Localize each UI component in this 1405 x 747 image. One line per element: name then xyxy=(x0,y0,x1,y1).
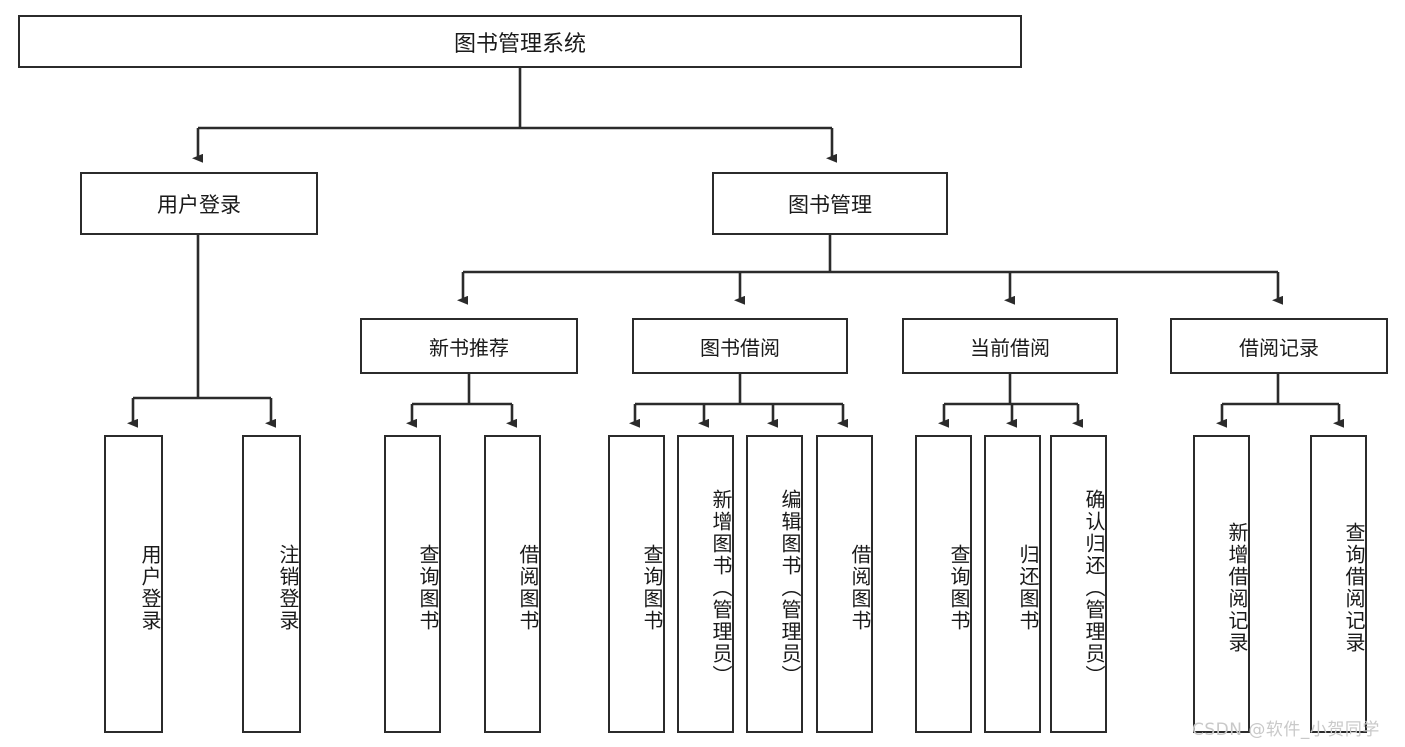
node-leaf-borrow-book-2[interactable]: 借阅图书 xyxy=(816,435,873,733)
node-label: 图书管理 xyxy=(788,192,872,217)
node-leaf-query-book-2[interactable]: 查询图书 xyxy=(608,435,665,733)
node-leaf-borrow-book-1[interactable]: 借阅图书 xyxy=(484,435,541,733)
node-label: 借阅图书 xyxy=(516,544,540,632)
node-leaf-user-login[interactable]: 用户登录 xyxy=(104,435,163,733)
node-user-login[interactable]: 用户登录 xyxy=(80,172,318,235)
node-label: 新书推荐 xyxy=(429,335,509,360)
node-leaf-query-book-3[interactable]: 查询图书 xyxy=(915,435,972,733)
node-leaf-add-book-admin[interactable]: 新增图书（管理员） xyxy=(677,435,734,733)
node-label: 查询图书 xyxy=(416,544,440,632)
watermark-text: CSDN @软件_小贺同学 xyxy=(1192,720,1380,740)
node-label: 用户登录 xyxy=(138,544,162,632)
node-label: 新增图书（管理员） xyxy=(709,489,733,687)
node-book-management-system[interactable]: 图书管理系统 xyxy=(18,15,1022,68)
node-leaf-query-borrow-record[interactable]: 查询借阅记录 xyxy=(1310,435,1367,733)
node-label: 确认归还（管理员） xyxy=(1082,489,1106,687)
watermark-csdn: CSDN @软件_小贺同学 xyxy=(1192,715,1380,740)
node-leaf-query-book-1[interactable]: 查询图书 xyxy=(384,435,441,733)
node-leaf-add-borrow-record[interactable]: 新增借阅记录 xyxy=(1193,435,1250,733)
node-leaf-logout-login[interactable]: 注销登录 xyxy=(242,435,301,733)
node-leaf-return-book[interactable]: 归还图书 xyxy=(984,435,1041,733)
node-book-management[interactable]: 图书管理 xyxy=(712,172,948,235)
node-label: 注销登录 xyxy=(276,544,300,632)
node-label: 借阅图书 xyxy=(848,544,872,632)
node-new-book-recommend[interactable]: 新书推荐 xyxy=(360,318,578,374)
node-label: 图书管理系统 xyxy=(453,31,586,57)
node-leaf-edit-book-admin[interactable]: 编辑图书（管理员） xyxy=(746,435,803,733)
node-label: 编辑图书（管理员） xyxy=(778,489,802,687)
node-label: 归还图书 xyxy=(1016,544,1040,632)
node-label: 图书借阅 xyxy=(700,335,780,360)
node-label: 查询借阅记录 xyxy=(1342,522,1366,654)
node-book-borrow[interactable]: 图书借阅 xyxy=(632,318,848,374)
node-borrow-record[interactable]: 借阅记录 xyxy=(1170,318,1388,374)
node-leaf-confirm-return-admin[interactable]: 确认归还（管理员） xyxy=(1050,435,1107,733)
node-label: 新增借阅记录 xyxy=(1225,522,1249,654)
node-label: 查询图书 xyxy=(947,544,971,632)
node-label: 查询图书 xyxy=(640,544,664,632)
node-label: 借阅记录 xyxy=(1239,335,1319,360)
node-label: 用户登录 xyxy=(157,192,241,217)
node-label: 当前借阅 xyxy=(970,335,1050,360)
node-current-borrow[interactable]: 当前借阅 xyxy=(902,318,1118,374)
